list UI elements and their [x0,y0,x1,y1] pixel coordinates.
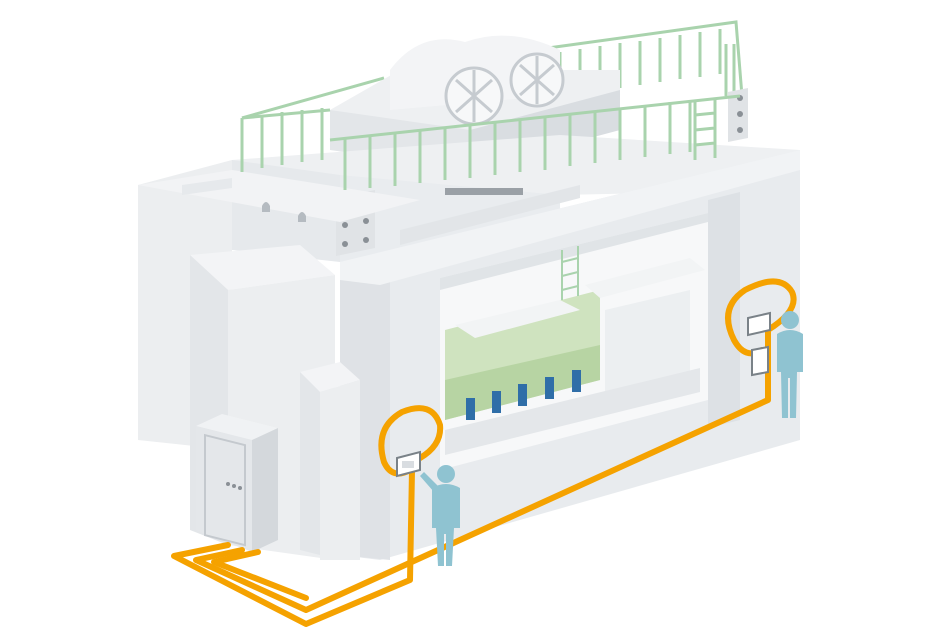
control-cabinet-icon [196,414,278,552]
top-railing-front [240,94,741,190]
operation-panel-icon [396,450,421,478]
fan-icon-2 [509,52,565,108]
vent-slot [445,188,523,195]
person-silhouette-icon [420,465,460,566]
press-opening [440,213,708,470]
fan-icon [444,66,504,126]
person-silhouette-icon-2 [777,311,803,418]
signal-cable [171,278,797,627]
die-windows [466,370,581,420]
operation-panel-icon-2 [747,311,771,377]
